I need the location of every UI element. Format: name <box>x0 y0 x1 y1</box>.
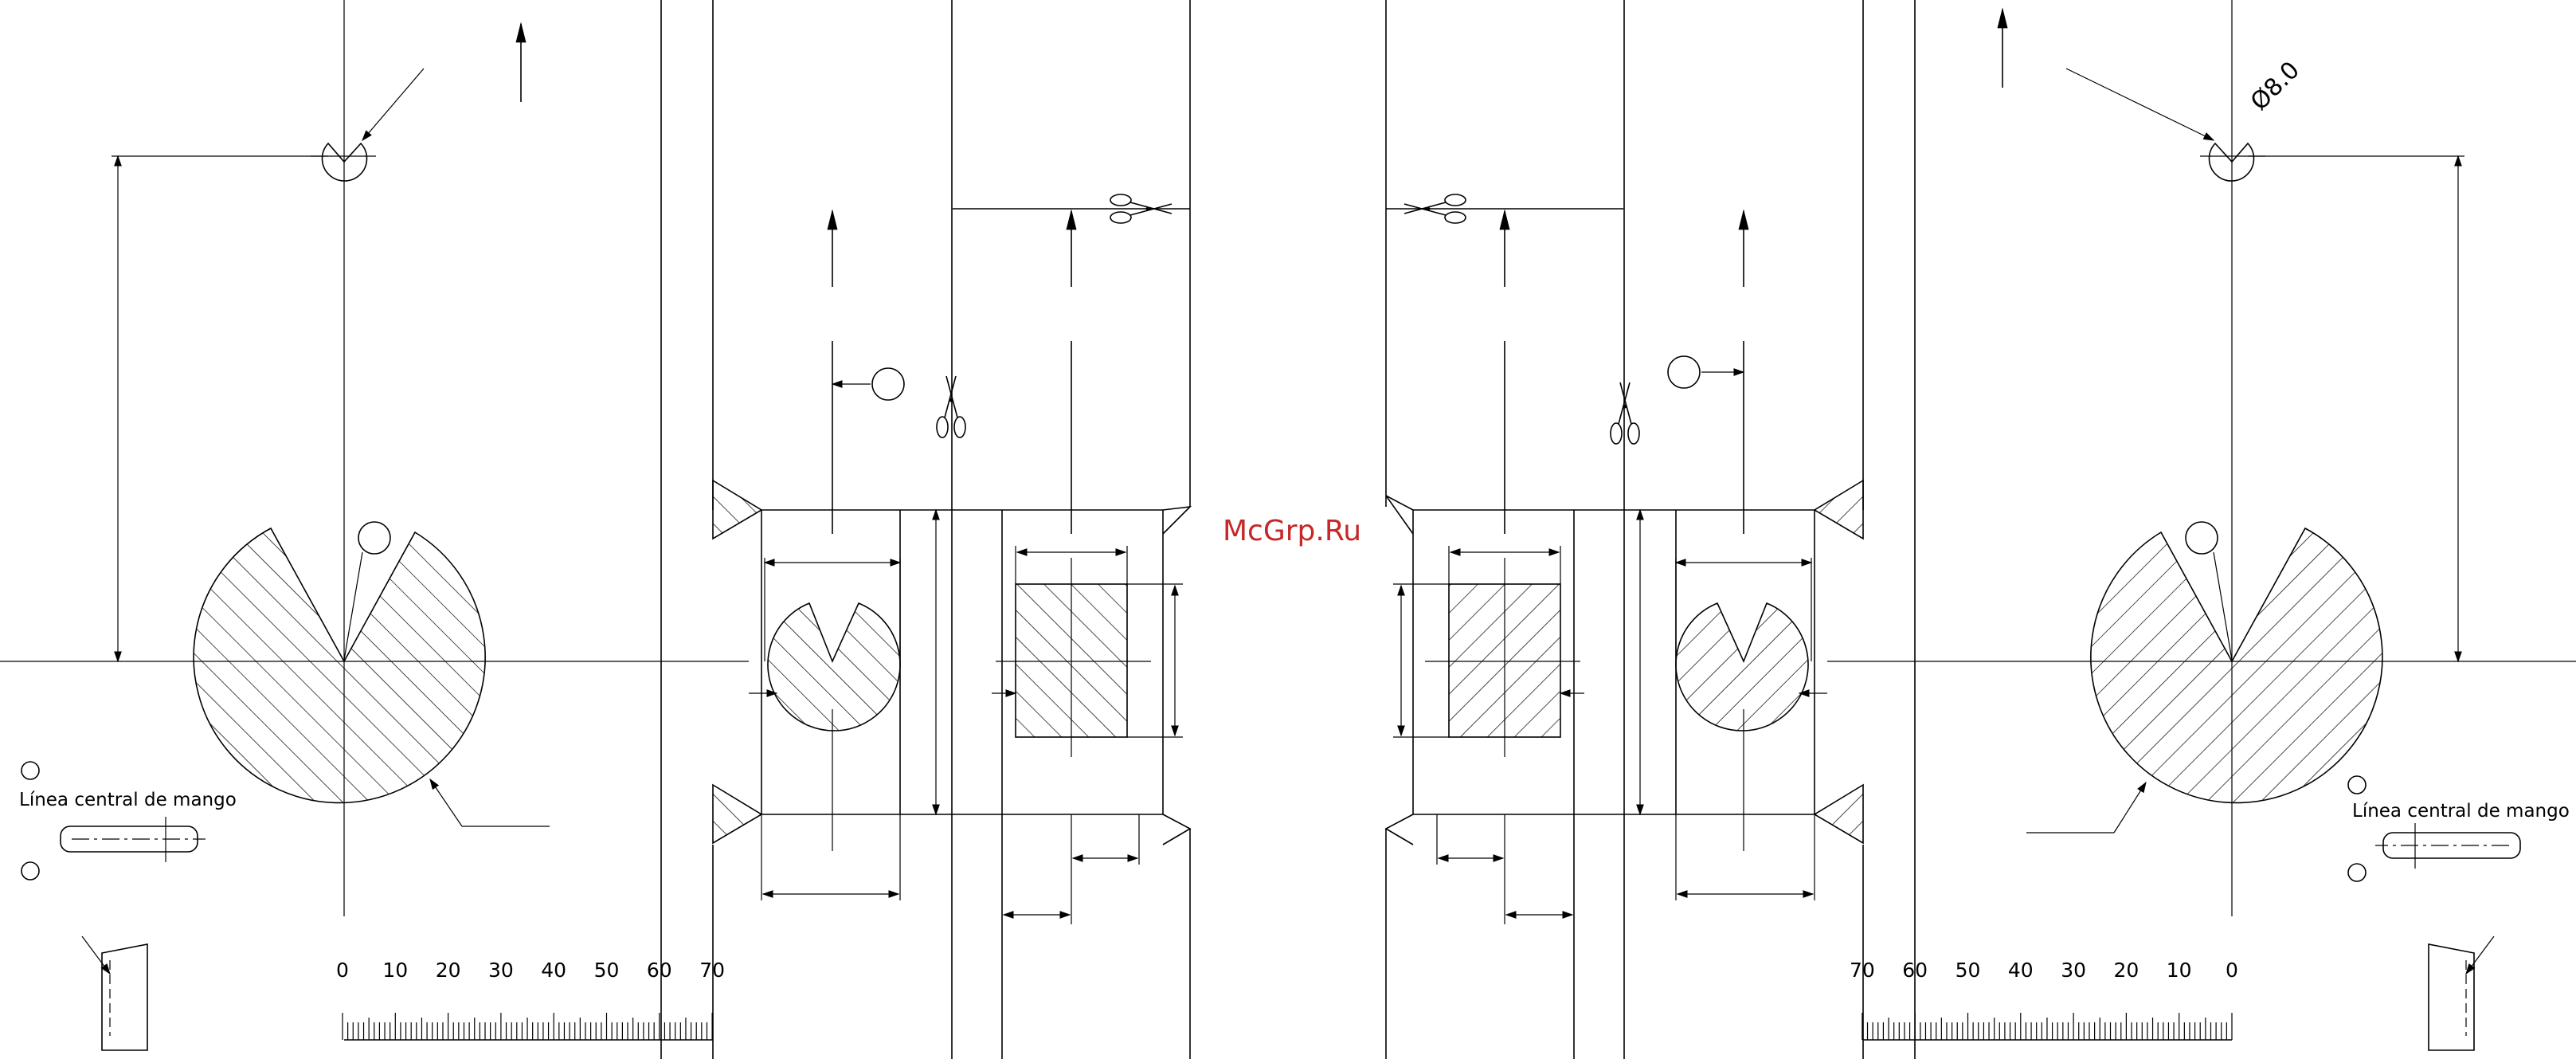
left-scale-label: 40 <box>541 959 566 982</box>
left-scale-label: 0 <box>336 959 349 982</box>
left-scale-label: 70 <box>699 959 725 982</box>
right-scale-label: 60 <box>1902 959 1928 982</box>
watermark: McGrp.Ru <box>1223 515 1361 547</box>
left-scale-label: 60 <box>647 959 672 982</box>
right-handle-label: Línea central de mango <box>2352 801 2570 822</box>
right-scale-label: 0 <box>2226 959 2238 982</box>
left-template: Línea central de mango <box>0 0 1190 1059</box>
diameter-label: Ø8.0 <box>2245 56 2305 116</box>
right-scale-label: 70 <box>1850 959 1875 982</box>
left-ruler-ticks: 0 10 20 30 40 50 60 70 <box>336 959 725 1040</box>
left-scale-label: 20 <box>436 959 461 982</box>
right-scale-label: 20 <box>2113 959 2139 982</box>
left-handle-label: Línea central de mango <box>19 790 237 810</box>
right-scale-label: 50 <box>1955 959 1981 982</box>
right-ruler-ticks: 0 10 20 30 40 50 60 70 <box>1850 959 2238 1040</box>
left-scale-label: 30 <box>488 959 514 982</box>
right-scale-label: 40 <box>2008 959 2034 982</box>
left-scale-label: 10 <box>382 959 408 982</box>
right-template <box>1386 0 2576 1059</box>
right-scale-label: 30 <box>2061 959 2086 982</box>
left-scale-label: 50 <box>594 959 620 982</box>
right-scale-label: 10 <box>2167 959 2192 982</box>
